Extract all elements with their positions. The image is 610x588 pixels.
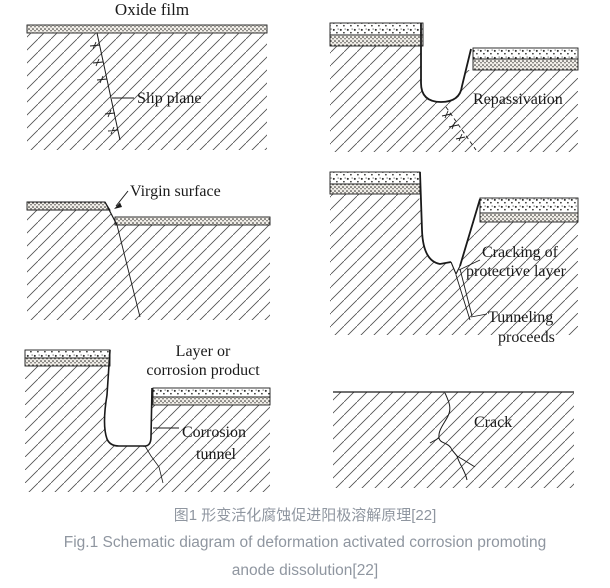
dislocation-marks: [441, 110, 466, 142]
slip-plane-line: [116, 224, 141, 318]
oxide-band-right: [114, 216, 271, 226]
panel-oxide-film: Oxide film Slip plane: [26, 0, 268, 150]
outer-layer-right: [479, 197, 579, 214]
oxide-band-right: [152, 396, 271, 406]
metal-hatch-region: [333, 392, 574, 488]
virgin-surface-arrow: [115, 190, 129, 207]
metal-hatch-region: [330, 46, 578, 152]
slip-plane-label: Slip plane: [137, 90, 201, 107]
oxide-band-left: [24, 357, 111, 367]
corrosion-tunnel-line: [455, 268, 473, 321]
slip-plane-line: [96, 32, 121, 141]
pit-outline: [419, 171, 481, 267]
panel-crack: Crack: [333, 391, 574, 488]
panel-virgin-surface: Virgin surface: [26, 183, 271, 320]
figure-caption: 图1 形变活化腐蚀促进阳极溶解原理[22] Fig.1 Schematic di…: [0, 503, 610, 585]
caption-english-line2: anode dissolution[22]: [231, 562, 379, 579]
oxide-band-left: [329, 34, 424, 47]
arrowhead: [114, 202, 122, 209]
crack-notch: [450, 261, 461, 276]
layer-label-line1: Layer or: [176, 343, 231, 360]
oxide-band-right: [479, 212, 579, 223]
crack-below-tunnel: [144, 445, 164, 484]
outer-layer-left: [329, 22, 424, 36]
panel-tunneling: Cracking of protective layer Tunneling p…: [329, 171, 579, 346]
outer-layer-left: [24, 349, 111, 359]
caption-chinese: 图1 形变活化腐蚀促进阳极溶解原理[22]: [173, 507, 437, 524]
tunneling-label-line2: proceeds: [498, 329, 555, 346]
caption-english-line1: Fig.1 Schematic diagram of deformation a…: [63, 534, 547, 551]
oxide-film-label: Oxide film: [115, 0, 189, 19]
oxide-band-left: [26, 201, 111, 211]
virgin-surface-label: Virgin surface: [130, 183, 221, 200]
cracking-label-line1: Cracking of: [482, 244, 559, 261]
tunnel-label-line2: tunnel: [196, 446, 237, 463]
pit-outline: [420, 23, 472, 103]
oxide-band-right: [472, 58, 579, 71]
cracking-leader: [458, 259, 481, 271]
tunneling-leader: [470, 313, 488, 318]
crack-line: [429, 392, 476, 481]
outer-layer-right: [152, 387, 271, 398]
panel-corrosion-tunnel: Layer or corrosion product Corrosion tun…: [24, 343, 271, 492]
tunneling-label-line1: Tunneling: [488, 309, 553, 326]
outer-layer-right: [472, 47, 579, 60]
cracking-label-line2: protective layer: [466, 263, 567, 280]
repassivation-label: Repassivation: [473, 91, 563, 108]
layer-label-line2: corrosion product: [146, 362, 260, 379]
panel-repassivation: Repassivation: [329, 22, 579, 152]
slip-step-face: [104, 201, 118, 226]
outer-layer-left: [329, 171, 421, 185]
metal-hatch-region: [25, 366, 270, 492]
tunnel-label-line1: Corrosion: [182, 424, 246, 441]
oxide-film-band: [26, 24, 268, 34]
pit-outline: [103, 349, 153, 447]
oxide-band-left: [329, 183, 421, 195]
crack-label: Crack: [474, 414, 512, 431]
dislocation-marks: [89, 41, 119, 135]
metal-hatch-region: [27, 210, 270, 320]
metal-hatch-region: [330, 194, 578, 335]
metal-hatch-region: [27, 33, 267, 150]
